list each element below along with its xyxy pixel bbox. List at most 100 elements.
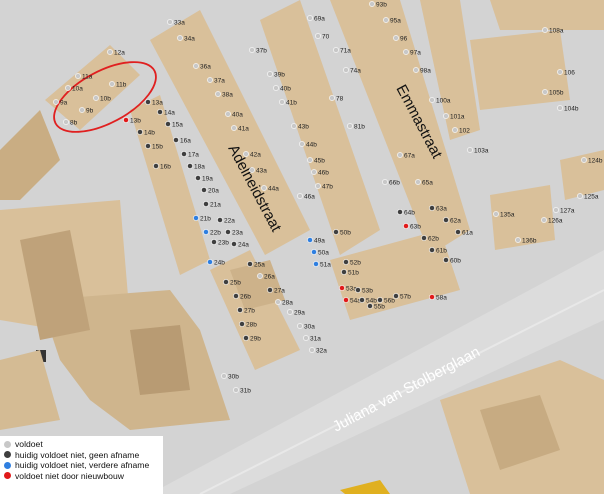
point-label: 64b [404, 210, 415, 217]
measurement-point: 24a [231, 241, 249, 249]
measurement-point: 49a [307, 237, 325, 245]
measurement-point: 61a [455, 229, 473, 237]
point-marker [299, 141, 305, 147]
legend-label: huidig voldoet niet, verdere afname [15, 460, 150, 471]
measurement-point: 29a [287, 309, 305, 317]
point-marker [355, 287, 361, 293]
point-marker [237, 307, 243, 313]
point-marker [233, 387, 239, 393]
point-marker [467, 147, 473, 153]
measurement-point: 24b [207, 259, 225, 267]
point-label: 26b [240, 294, 251, 301]
measurement-point: 14a [157, 109, 175, 117]
measurement-point: 97a [403, 49, 421, 57]
point-label: 37b [256, 48, 267, 55]
building-block [20, 230, 90, 340]
point-label: 37a [214, 78, 225, 85]
point-label: 39b [274, 72, 285, 79]
point-marker [359, 297, 365, 303]
measurement-point: 126a [541, 217, 563, 225]
building-block [490, 185, 555, 250]
point-marker [493, 211, 499, 217]
point-label: 30a [304, 324, 315, 331]
point-marker [455, 229, 461, 235]
building-row [150, 10, 310, 255]
point-marker [333, 229, 339, 235]
point-label: 136b [522, 238, 537, 245]
point-label: 63b [410, 224, 421, 231]
point-marker [223, 279, 229, 285]
point-label: 124b [588, 158, 603, 165]
building-row [470, 30, 570, 110]
point-label: 125a [584, 194, 599, 201]
measurement-point: 44b [299, 141, 317, 149]
measurement-point: 41a [231, 125, 249, 133]
point-label: 33a [174, 20, 185, 27]
building-row [260, 0, 380, 255]
point-marker [403, 49, 409, 55]
point-marker [157, 109, 163, 115]
point-marker [443, 113, 449, 119]
point-label: 106 [564, 70, 575, 77]
building-row [330, 0, 470, 255]
legend-label: voldoet [15, 439, 43, 450]
measurement-point: 78 [329, 95, 344, 103]
point-marker [165, 121, 171, 127]
building-row [130, 95, 210, 275]
point-marker [383, 17, 389, 23]
point-label: 60b [450, 258, 461, 265]
point-label: 81b [354, 124, 365, 131]
measurement-point: 37b [249, 47, 267, 55]
measurement-point: 40b [273, 85, 291, 93]
point-label: 61b [436, 248, 447, 255]
legend-label: voldoet niet door nieuwbouw [15, 470, 124, 481]
point-label: 45b [314, 158, 325, 165]
measurement-point: 54a [343, 297, 361, 305]
measurement-point: 108a [542, 27, 564, 35]
point-marker [231, 125, 237, 131]
building-block [560, 150, 604, 200]
point-label: 57b [400, 294, 411, 301]
point-marker [275, 299, 281, 305]
measurement-point: 71a [333, 47, 351, 55]
point-label: 20a [208, 188, 219, 195]
point-label: 65a [422, 180, 433, 187]
point-marker [193, 63, 199, 69]
measurement-point: 43a [249, 167, 267, 175]
measurement-point: 55b [367, 303, 385, 311]
legend-item: voldoet [4, 439, 159, 450]
point-label: 43a [256, 168, 267, 175]
point-marker [343, 297, 349, 303]
point-label: 14b [144, 130, 155, 137]
measurement-point: 43b [291, 123, 309, 131]
measurement-point: 31a [303, 335, 321, 343]
point-label: 21b [200, 216, 211, 223]
measurement-point: 65a [415, 179, 433, 187]
point-label: 101a [450, 114, 465, 121]
point-marker [307, 157, 313, 163]
point-marker [291, 123, 297, 129]
highlight-ellipse [53, 61, 157, 133]
measurement-point: 33a [167, 19, 185, 27]
measurement-point: 30a [297, 323, 315, 331]
measurement-point: 14b [137, 129, 155, 137]
point-marker [203, 229, 209, 235]
measurement-point: 42a [243, 151, 261, 159]
building-row [210, 250, 300, 370]
measurement-point: 56b [377, 297, 395, 305]
measurement-point: 40a [225, 111, 243, 119]
point-marker [193, 215, 199, 221]
point-marker [203, 201, 209, 207]
measurement-point: 74a [343, 67, 361, 75]
building-block [230, 260, 285, 310]
point-marker [211, 239, 217, 245]
point-label: 29a [294, 310, 305, 317]
point-marker [215, 91, 221, 97]
measurement-point: 54b [359, 297, 377, 305]
point-label: 66b [389, 180, 400, 187]
measurement-point: 11a [75, 73, 93, 81]
point-marker [429, 205, 435, 211]
measurement-point: 41b [279, 99, 297, 107]
point-marker [233, 293, 239, 299]
